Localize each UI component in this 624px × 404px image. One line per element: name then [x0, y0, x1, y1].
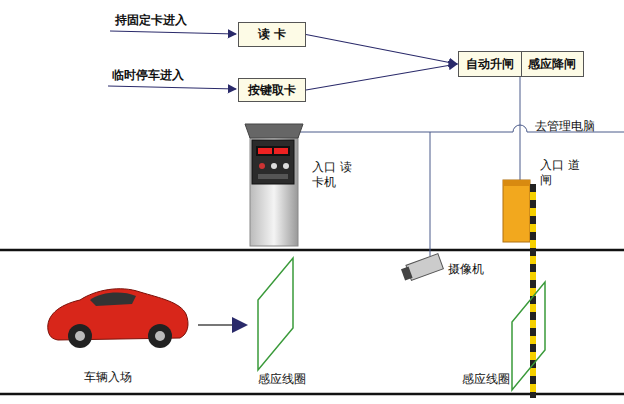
label-text: 感应线圈	[462, 372, 510, 387]
label-text: 入口 读卡机	[312, 160, 356, 190]
label-text: 车辆入场	[84, 370, 132, 385]
connector-arrow	[306, 35, 457, 65]
box-text: 读 卡	[254, 26, 290, 43]
process-box: 读 卡	[238, 22, 306, 47]
box-text: 感应降闸	[521, 52, 584, 76]
label-text: 去管理电脑	[535, 119, 595, 134]
label-text: 临时停车进入	[112, 68, 184, 83]
label-text: 摄像机	[448, 262, 484, 277]
connector-arrow	[306, 64, 457, 90]
label-text: 入口 道闸	[540, 158, 580, 188]
box-text: 自动升闸	[459, 52, 521, 76]
label-text: 持固定卡进入	[115, 13, 187, 28]
process-box: 自动升闸感应降闸	[458, 51, 584, 77]
process-box: 按键取卡	[238, 78, 306, 102]
label-text: 感应线圈	[258, 372, 306, 387]
box-text: 按键取卡	[244, 82, 300, 99]
